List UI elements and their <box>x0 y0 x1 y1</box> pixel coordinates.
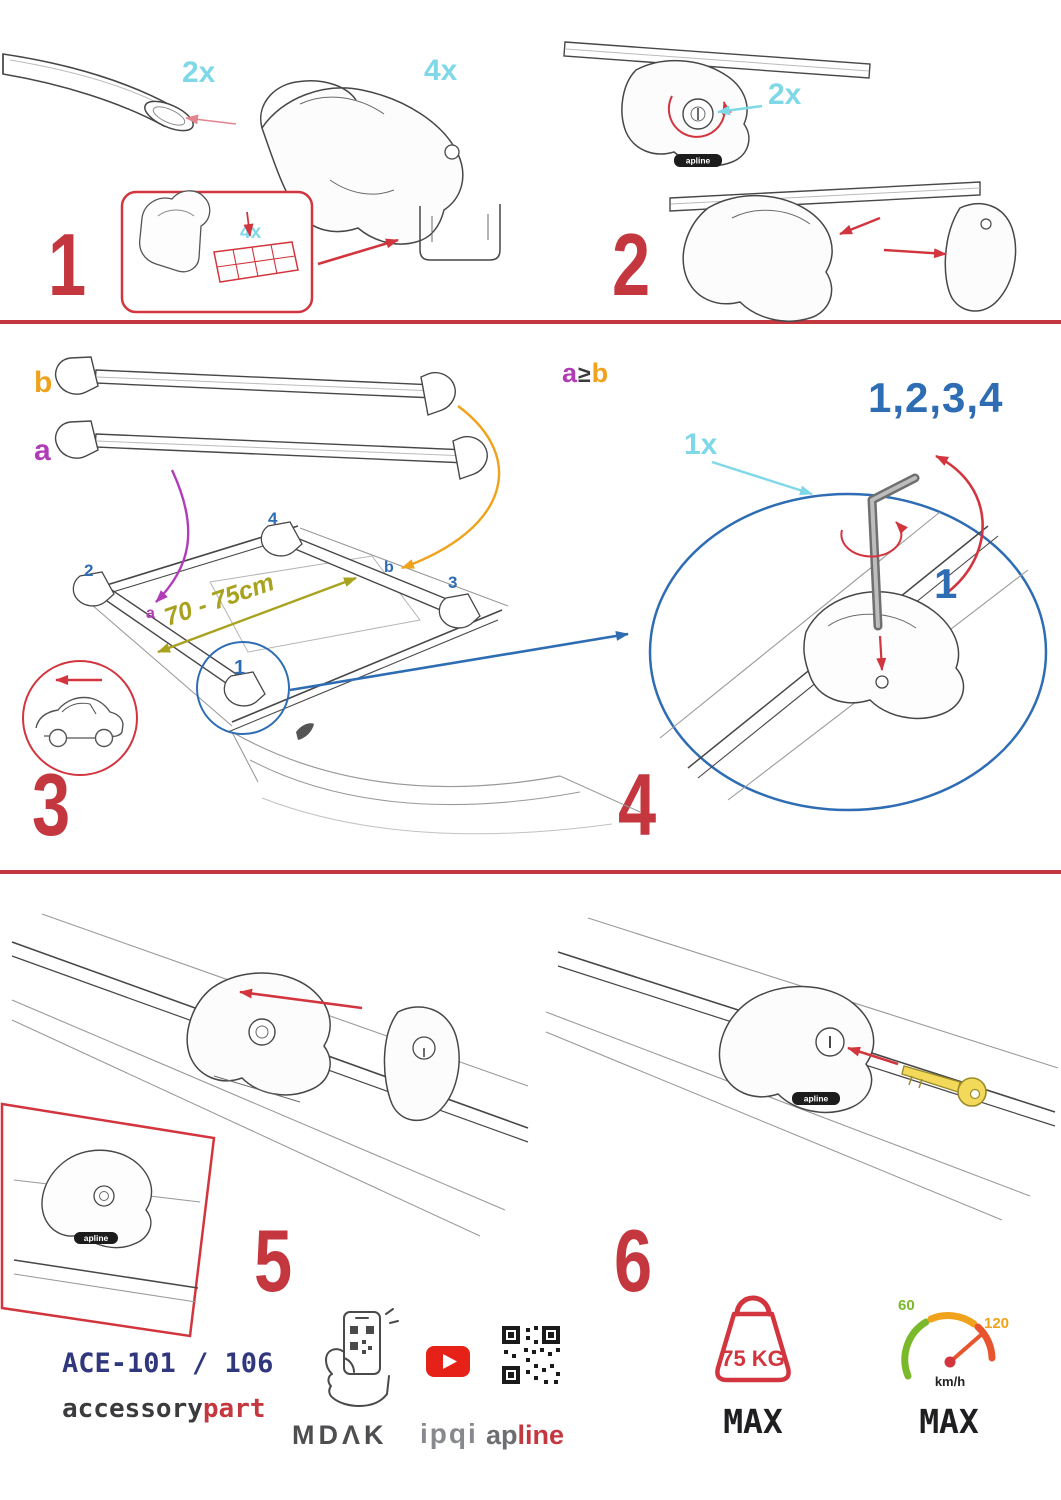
roof-a-label: a <box>146 605 155 622</box>
section-divider-1 <box>0 320 1061 324</box>
speed-unit-label: km/h <box>935 1374 965 1389</box>
lock-quantity-arrow <box>717 104 763 116</box>
product-model: ACE-101 / 106 <box>62 1348 274 1379</box>
youtube-icon <box>426 1346 470 1377</box>
key-icon <box>901 1065 987 1107</box>
speed-min-label: 60 <box>898 1297 915 1314</box>
step-5-illustration: apline <box>0 913 529 1338</box>
mounted-foot-inset: apline <box>0 1102 216 1338</box>
max-weight-icon: 75 KG <box>715 1295 791 1383</box>
foot-quantity-label: 4x <box>424 54 458 87</box>
distance-arrow <box>157 576 357 654</box>
step-6-illustration: apline <box>545 917 1059 1221</box>
crossbar-a-illustration <box>54 420 488 480</box>
rule-b: b <box>591 358 609 388</box>
roof-illustration <box>72 521 641 835</box>
lock-assembly-illustration: apline <box>563 41 871 167</box>
logo-ipqi: ipqi <box>420 1418 478 1449</box>
distance-label: 70 - 75cm <box>161 568 278 632</box>
brand-accessory: accessory <box>62 1394 203 1424</box>
pad-quantity-label: 4x <box>240 222 262 243</box>
max-weight-value: 75 KG <box>721 1346 785 1371</box>
foot-brand-badge: apline <box>84 1233 109 1243</box>
tighten-sequence-label: 1,2,3,4 <box>868 374 1004 421</box>
foot-position-2 <box>72 571 115 607</box>
foot-brand-badge: apline <box>686 156 711 166</box>
roof-b-label: b <box>384 559 394 576</box>
foot-position-3 <box>438 593 481 629</box>
position-4-label: 4 <box>268 509 278 528</box>
rubber-pad-inset: 4x <box>120 190 314 314</box>
bar-pointer-arrow <box>185 114 237 125</box>
logo-line: line <box>517 1420 565 1450</box>
sequence-start-label: 1 <box>934 560 958 607</box>
rule-operator: ≥ <box>578 361 591 387</box>
step-3-number: 3 <box>32 755 71 854</box>
logo-mdak: MDΛK <box>292 1420 388 1450</box>
speedometer-needle <box>948 1332 984 1364</box>
detail-highlight-circle <box>196 641 290 735</box>
step-6-number: 6 <box>614 1211 653 1310</box>
lock-quantity-label: 2x <box>768 78 802 111</box>
sequence-arrow <box>935 454 984 594</box>
key-insert-arrow <box>847 1046 899 1066</box>
press-down-arrow <box>876 635 887 671</box>
step-5-number: 5 <box>254 1211 293 1310</box>
section-divider-2 <box>0 870 1061 874</box>
step-1-illustration: 2x 4x 4x <box>2 53 501 314</box>
rear-crossbar <box>287 535 455 615</box>
cover-insert-arrow <box>239 988 363 1010</box>
rotate-arrow <box>840 521 908 558</box>
lock-cover-assembly <box>186 972 460 1122</box>
key-lock-illustration: apline <box>718 985 987 1114</box>
step-2-number: 2 <box>612 215 651 314</box>
foot-brand-badge: apline <box>804 1094 829 1104</box>
step-4-illustration <box>648 454 1048 812</box>
bar-b-label: b <box>34 366 52 399</box>
tool-quantity-arrow <box>711 460 813 496</box>
crossbar-b-illustration <box>54 356 456 416</box>
step-1-number: 1 <box>48 215 87 314</box>
roof-antenna-fin <box>296 723 314 740</box>
foot-position-4 <box>260 521 303 557</box>
cap-slide-arrow <box>883 248 947 259</box>
max-speed-label: MAX <box>919 1402 979 1441</box>
position-1-label: 1 <box>234 657 245 679</box>
bar-a-label: a <box>34 434 51 467</box>
qr-code-icon <box>502 1326 560 1384</box>
max-weight-label: MAX <box>723 1402 783 1441</box>
seat-press-arrow <box>839 216 881 236</box>
bar-quantity-label: 2x <box>182 56 216 89</box>
bar-a-placement-arrow <box>155 469 190 603</box>
tension-bolt <box>875 675 889 689</box>
car-direction-inset <box>22 660 138 776</box>
length-rule: a≥b <box>562 358 608 389</box>
bar-b-placement-arrow <box>401 405 501 570</box>
lock-rotate-arrow <box>667 95 732 138</box>
speed-max-value-label: 120 <box>984 1315 1009 1332</box>
inset-to-foot-arrow <box>317 238 399 266</box>
rule-a: a <box>562 358 578 388</box>
lock-cover <box>383 1006 460 1122</box>
phone-qr-scan-icon <box>325 1308 399 1407</box>
tool-quantity-label: 1x <box>684 428 718 461</box>
position-3-label: 3 <box>448 573 457 592</box>
brand-accessorypart: accessorypart <box>62 1394 266 1424</box>
step-2-illustration: apline 2x <box>563 41 1017 322</box>
step-3-illustration: b a <box>22 356 641 835</box>
position-2-label: 2 <box>84 561 93 580</box>
cap-assembly-illustration <box>669 181 1017 322</box>
zoom-leader-arrow <box>289 631 629 692</box>
end-cap <box>944 203 1017 312</box>
tighten-detail-illustration <box>659 473 1029 801</box>
logo-ap: ap <box>486 1420 518 1450</box>
speedometer-icon: 60 120 km/h <box>898 1297 1009 1389</box>
phone-qr-pixels <box>350 1326 374 1354</box>
logo-apline: apline <box>486 1420 564 1451</box>
brand-part: part <box>202 1394 266 1424</box>
foot-position-1 <box>223 671 266 707</box>
crossbar-illustration <box>2 53 194 132</box>
